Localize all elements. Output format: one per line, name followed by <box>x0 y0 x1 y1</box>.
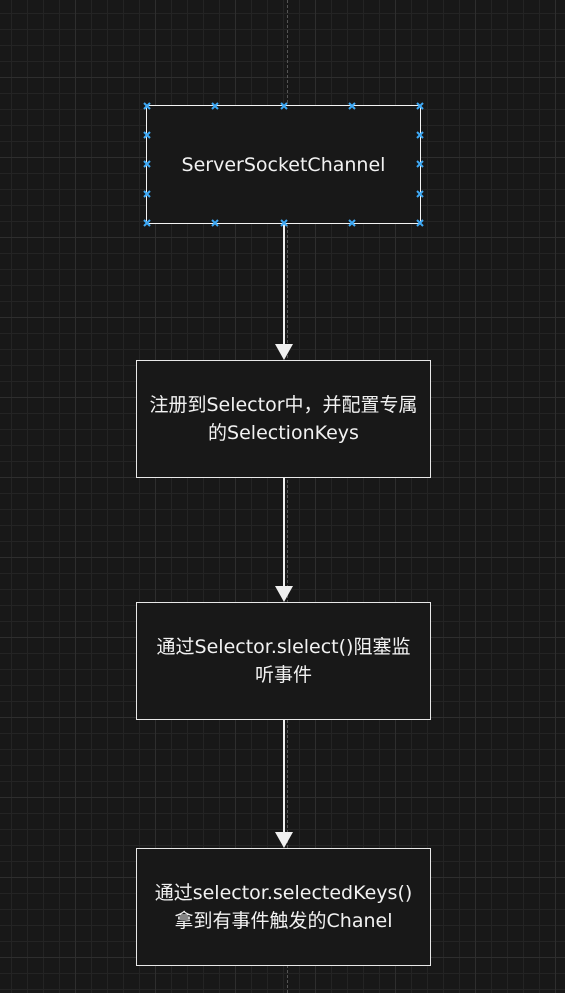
node-server-socket-channel[interactable]: ServerSocketChannel <box>146 105 421 224</box>
node-register-selector[interactable]: 注册到Selector中，并配置专属的SelectionKeys <box>136 360 431 478</box>
alignment-guide <box>287 0 288 993</box>
arrowhead-n4 <box>275 832 293 848</box>
node-select-blocking[interactable]: 通过Selector.slelect()阻塞监听事件 <box>136 602 431 720</box>
node-label: 注册到Selector中，并配置专属的SelectionKeys <box>149 394 418 444</box>
arrowhead-n2 <box>275 344 293 360</box>
node-label: 通过selector.selectedKeys()拿到有事件触发的Chanel <box>154 882 413 932</box>
arrowhead-n3 <box>275 586 293 602</box>
node-label: 通过Selector.slelect()阻塞监听事件 <box>156 636 411 686</box>
node-selected-keys[interactable]: 通过selector.selectedKeys()拿到有事件触发的Chanel <box>136 848 431 966</box>
node-label: ServerSocketChannel <box>181 153 386 176</box>
